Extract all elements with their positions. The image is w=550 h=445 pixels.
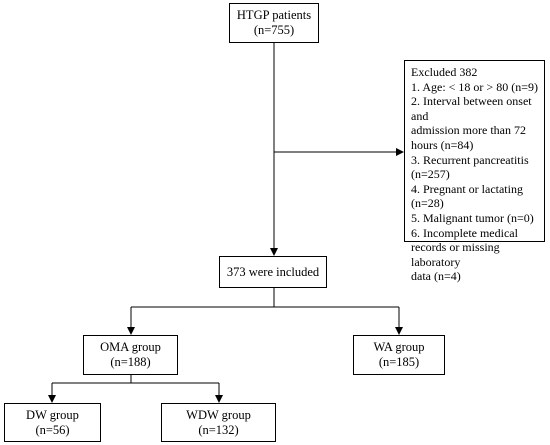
excluded-line: hours (n=84) xyxy=(411,137,474,152)
box-count: (n=132) xyxy=(198,422,239,437)
box-dw-group: DW group (n=56) xyxy=(4,403,101,442)
box-title: WA group xyxy=(373,340,425,354)
box-included: 373 were included xyxy=(219,256,327,288)
excluded-line: 6. Incomplete medical xyxy=(411,225,518,240)
box-title: 373 were included xyxy=(226,264,320,279)
box-title: HTGP patients xyxy=(236,8,312,22)
box-wa-group: WA group (n=185) xyxy=(353,335,445,375)
box-count: (n=188) xyxy=(110,355,151,369)
excluded-line: 4. Pregnant or lactating xyxy=(411,181,523,196)
box-count: (n=56) xyxy=(35,422,70,437)
excluded-title: Excluded 382 xyxy=(411,65,478,79)
box-title: OMA group xyxy=(100,340,161,354)
box-wdw-group: WDW group (n=132) xyxy=(161,403,276,442)
excluded-line: 3. Recurrent pancreatitis xyxy=(411,152,529,167)
excluded-line: records or missing laboratory xyxy=(411,240,500,269)
box-oma-group: OMA group (n=188) xyxy=(83,335,178,375)
box-excluded: Excluded 382 1. Age: < 18 or > 80 (n=9) … xyxy=(404,60,545,283)
excluded-line: 2. Interval between onset and xyxy=(411,94,532,123)
box-count: (n=185) xyxy=(378,355,420,369)
excluded-line: admission more than 72 xyxy=(411,123,526,138)
box-title: WDW group xyxy=(186,407,251,422)
box-count: (n=755) xyxy=(253,23,295,37)
box-title: DW group xyxy=(26,407,79,422)
excluded-line: 5. Malignant tumor (n=0) xyxy=(411,210,534,225)
box-htgp-patients: HTGP patients (n=755) xyxy=(229,3,319,43)
excluded-line: (n=28) xyxy=(411,196,444,211)
excluded-line: 1. Age: < 18 or > 80 (n=9) xyxy=(411,79,538,94)
excluded-line: data (n=4) xyxy=(411,269,461,284)
excluded-line: (n=257) xyxy=(411,167,450,182)
